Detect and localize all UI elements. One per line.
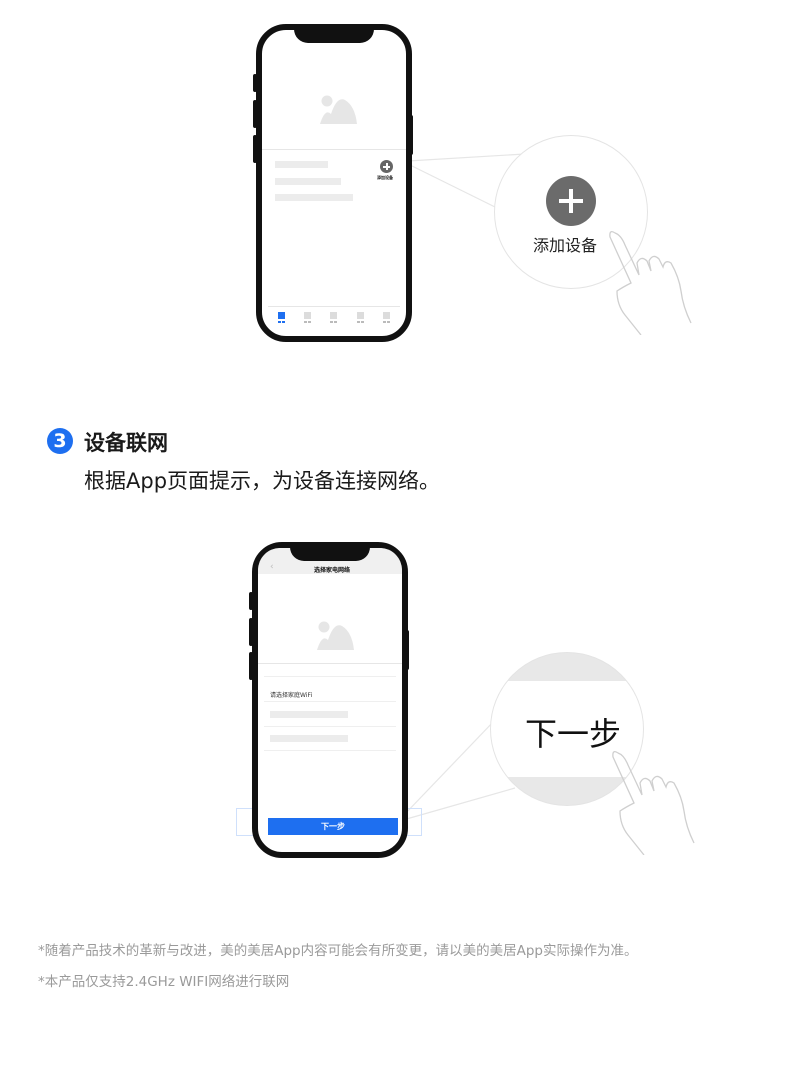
tab-3[interactable] xyxy=(330,311,338,323)
pointing-hand-icon xyxy=(612,751,695,855)
text-placeholder xyxy=(275,178,341,185)
step-description: 根据App页面提示，为设备连接网络。 xyxy=(84,469,441,493)
image-placeholder-icon xyxy=(317,621,354,650)
text-placeholder xyxy=(275,194,353,201)
divider xyxy=(264,750,396,751)
wifi-password-field[interactable] xyxy=(270,735,348,742)
phone-side-button xyxy=(249,592,253,610)
wifi-name-field[interactable] xyxy=(270,711,348,718)
step-number-badge: 3 xyxy=(47,428,73,454)
connector-lines xyxy=(407,153,526,208)
phone-side-button xyxy=(405,630,409,670)
tab-2[interactable] xyxy=(304,311,312,323)
next-step-magnified-label: 下一步 xyxy=(525,715,622,753)
divider xyxy=(264,726,396,727)
divider xyxy=(258,663,402,664)
pointing-hand-icon xyxy=(609,231,692,335)
divider xyxy=(264,701,396,702)
add-device-mini-label: 添加设备 xyxy=(377,175,393,180)
phone-side-button xyxy=(253,135,257,163)
tab-4[interactable] xyxy=(356,311,364,323)
magnified-button-area xyxy=(491,681,643,777)
phone-side-button xyxy=(249,652,253,680)
back-icon[interactable]: ‹ xyxy=(270,562,274,572)
nav-title: 选择家电网络 xyxy=(314,567,351,574)
tab-5[interactable] xyxy=(383,311,391,323)
tab-home[interactable] xyxy=(277,311,285,323)
step-title: 设备联网 xyxy=(84,431,168,455)
phone-notch xyxy=(290,547,370,561)
phone-side-button xyxy=(253,100,257,128)
wifi-select-label: 请选择家庭WiFi xyxy=(270,692,313,699)
divider xyxy=(262,149,406,150)
add-device-mini-icon[interactable] xyxy=(380,160,393,173)
image-placeholder-icon xyxy=(320,95,357,124)
phone-side-button xyxy=(253,74,257,92)
divider xyxy=(264,676,396,677)
phone-side-button xyxy=(249,618,253,646)
phone-side-button xyxy=(409,115,413,155)
tabbar-divider xyxy=(268,306,400,307)
phone-mockup-wifi: ‹ 选择家电网络 请选择家庭WiFi 下一步 xyxy=(252,542,408,858)
phone-notch xyxy=(294,29,374,43)
plus-circle-icon xyxy=(546,176,596,226)
footnote-wifi-requirement: *本产品仅支持2.4GHz WIFI网络进行联网 xyxy=(38,974,290,990)
text-placeholder xyxy=(275,161,328,168)
magnifier-next-step: 下一步 xyxy=(490,652,644,806)
add-device-label: 添加设备 xyxy=(533,236,598,255)
next-step-button[interactable]: 下一步 xyxy=(268,818,398,835)
tab-bar xyxy=(268,310,400,324)
phone-mockup-home: 添加设备 xyxy=(256,24,412,342)
footnote-app-disclaimer: *随着产品技术的革新与改进，美的美居App内容可能会有所变更，请以美的美居App… xyxy=(38,943,638,959)
